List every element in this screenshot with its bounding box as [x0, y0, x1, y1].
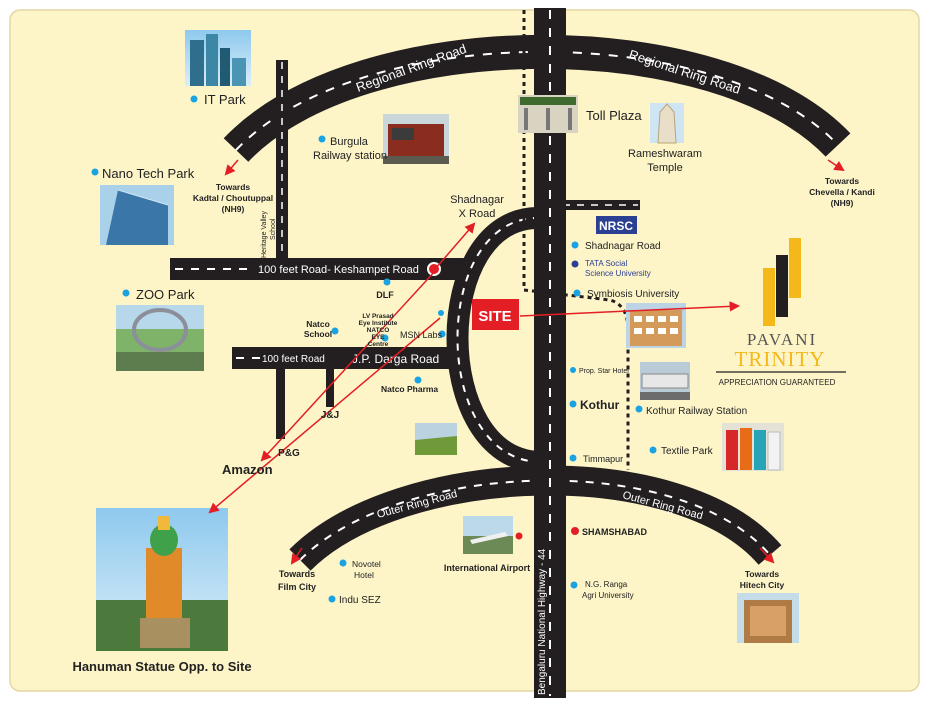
novotel-label-1: Novotel: [352, 559, 381, 569]
lvp-label-3: NATCO: [367, 327, 390, 334]
textile-park-photo: [722, 423, 784, 471]
nrsc-label: NRSC: [599, 219, 633, 233]
hanuman-label: Hanuman Statue Opp. to Site: [72, 659, 251, 674]
rameshwaram-temple-photo: [650, 103, 684, 144]
lvp-label-2: Eye Institute: [359, 320, 398, 327]
burgula-railway-photo: [383, 114, 449, 164]
nrsc-badge: NRSC: [596, 216, 637, 234]
film-city-label-2: Film City: [278, 582, 316, 592]
darga-road-label-a: 100 feet Road: [262, 354, 325, 365]
lvp-label-5: Centre: [368, 341, 389, 348]
burgula-label-1: Burgula: [330, 136, 369, 148]
kothur-railway-photo: [640, 362, 690, 400]
keshampet-road: [170, 258, 470, 280]
film-city-label-1: Towards: [279, 569, 315, 579]
pg-label: P&G: [278, 448, 300, 459]
rameshwaram-label-2: Temple: [647, 162, 682, 174]
hitech-label-2: Hitech City: [740, 580, 785, 590]
site-loop-road: [446, 206, 542, 473]
tata-label-1: TATA Social: [585, 259, 627, 268]
jp-darga-road: [232, 347, 458, 369]
amazon-label: Amazon: [222, 462, 273, 477]
jj-road: [326, 369, 334, 407]
it-park-label: IT Park: [204, 92, 246, 107]
heritage-label-2: School: [270, 218, 277, 240]
ngranga-label-2: Agri University: [582, 591, 634, 600]
green-field-photo: [415, 423, 457, 455]
natco-pharma-label: Natco Pharma: [381, 384, 438, 394]
it-park-photo: [185, 30, 251, 86]
keshampet-road-label: 100 feet Road- Keshampet Road: [258, 264, 419, 276]
pavani-trinity-logo: PAVANI TRINITY APPRECIATION GUARANTEED: [716, 238, 846, 387]
site-label: SITE: [478, 308, 511, 325]
nano-tech-label: Nano Tech Park: [102, 166, 195, 181]
poi-dots: [91, 95, 657, 603]
site-building-photo: [626, 303, 686, 348]
zoo-park-photo: [116, 305, 204, 371]
brand-tagline: APPRECIATION GUARANTEED: [719, 378, 836, 387]
kothur-railway-label: Kothur Railway Station: [646, 406, 747, 417]
hanuman-statue-photo: [96, 508, 228, 651]
hitech-label-1: Towards: [745, 569, 780, 579]
map-labels: IT Park Burgula Railway station Nano Tec…: [72, 92, 874, 674]
nrsc-road: [560, 200, 640, 210]
highway-label: Bengaluru National Highway - 44: [537, 548, 548, 695]
lvp-label-4: EYE: [371, 334, 385, 341]
shadnagar-x-label-1: Shadnagar: [450, 194, 504, 206]
toll-plaza-label: Toll Plaza: [586, 108, 642, 123]
chevella-label-1: Towards: [825, 176, 860, 186]
msn-labs-label: MSN Labs: [400, 330, 443, 340]
indu-sez-label: Indu SEZ: [339, 595, 381, 606]
direction-arrows: [208, 159, 845, 565]
site-marker: SITE: [472, 299, 519, 330]
hitech-city-photo: [737, 593, 799, 643]
rameshwaram-label-1: Rameshwaram: [628, 148, 702, 160]
heritage-label-1: Heritage Valley: [261, 211, 268, 258]
natco-school-label-2: School: [304, 329, 332, 339]
heritage-valley-road: [276, 60, 288, 260]
darga-road-label-b: J.P. Darga Road: [352, 352, 439, 366]
novotel-label-2: Hotel: [354, 570, 374, 580]
natco-school-label-1: Natco: [306, 319, 330, 329]
brand-name-2: TRINITY: [735, 347, 826, 371]
pg-road: [276, 369, 285, 439]
chevella-label-3: (NH9): [831, 198, 854, 208]
toll-plaza-photo: [518, 95, 578, 133]
chevella-label-2: Chevella / Kandi: [809, 187, 875, 197]
airport-label: International Airport: [444, 563, 530, 573]
dlf-label: DLF: [376, 290, 394, 300]
timmapur-label: Timmapur: [583, 454, 623, 464]
jj-label: J&J: [321, 410, 339, 421]
burgula-label-2: Railway station: [313, 150, 387, 162]
kothur-label: Kothur: [580, 398, 620, 412]
symbiosis-label: Symbiosis University: [587, 289, 679, 300]
brand-name-1: PAVANI: [747, 330, 817, 349]
lvp-label-1: LV Prasad: [362, 313, 393, 320]
shamshabad-label: SHAMSHABAD: [582, 527, 648, 537]
nano-tech-photo: [100, 185, 174, 245]
textile-park-label: Textile Park: [661, 446, 714, 457]
prop-star-label: Prop. Star Hotel: [579, 368, 629, 375]
kadtal-label-1: Towards: [216, 182, 251, 192]
kadtal-label-3: (NH9): [222, 204, 245, 214]
ngranga-label-1: N.G. Ranga: [585, 580, 628, 589]
shadnagar-x-label-2: X Road: [459, 208, 496, 220]
airport-photo: [463, 516, 513, 554]
kadtal-label-2: Kadtal / Choutuppal: [193, 193, 273, 203]
shadnagar-road-label: Shadnagar Road: [585, 241, 661, 252]
zoo-park-label: ZOO Park: [136, 287, 195, 302]
tata-label-2: Science University: [585, 269, 651, 278]
